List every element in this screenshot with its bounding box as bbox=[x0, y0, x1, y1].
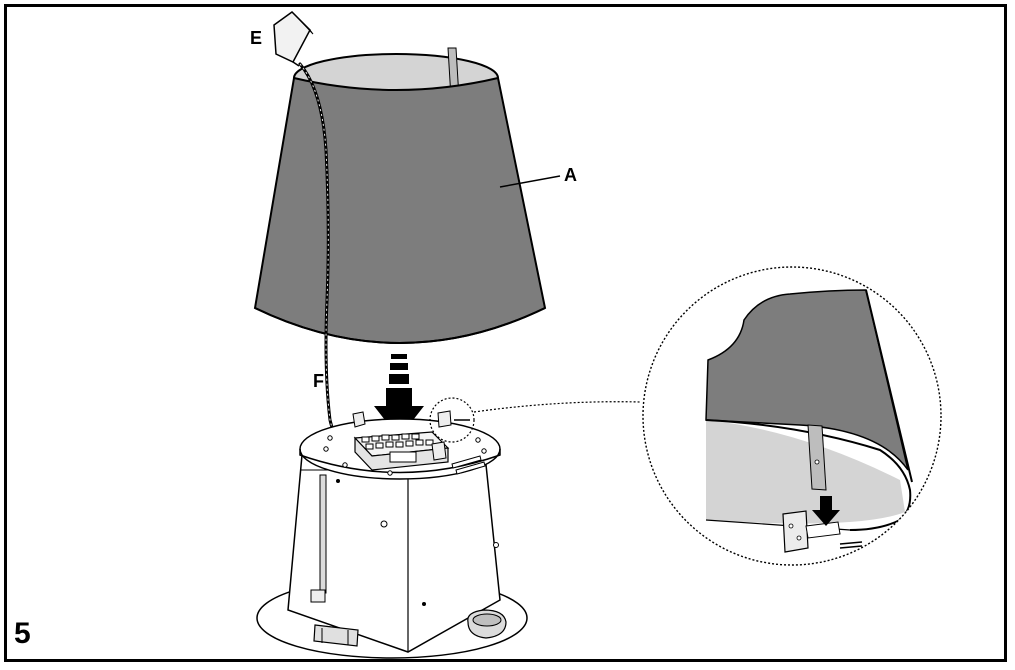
callout-e-label: E bbox=[250, 28, 263, 48]
detail-magnifier bbox=[642, 266, 942, 566]
lamp-base bbox=[256, 410, 528, 659]
down-arrow-icon bbox=[374, 354, 424, 438]
detail-reference-circle bbox=[429, 397, 475, 443]
down-arrow-icon bbox=[812, 496, 840, 526]
lamp-shade bbox=[253, 47, 561, 344]
step-number: 5 bbox=[14, 617, 31, 650]
cable-with-connector bbox=[273, 11, 362, 454]
callout-f-label: F bbox=[313, 371, 324, 391]
connector-plug bbox=[273, 11, 314, 67]
callout-a-label: A bbox=[564, 165, 577, 185]
